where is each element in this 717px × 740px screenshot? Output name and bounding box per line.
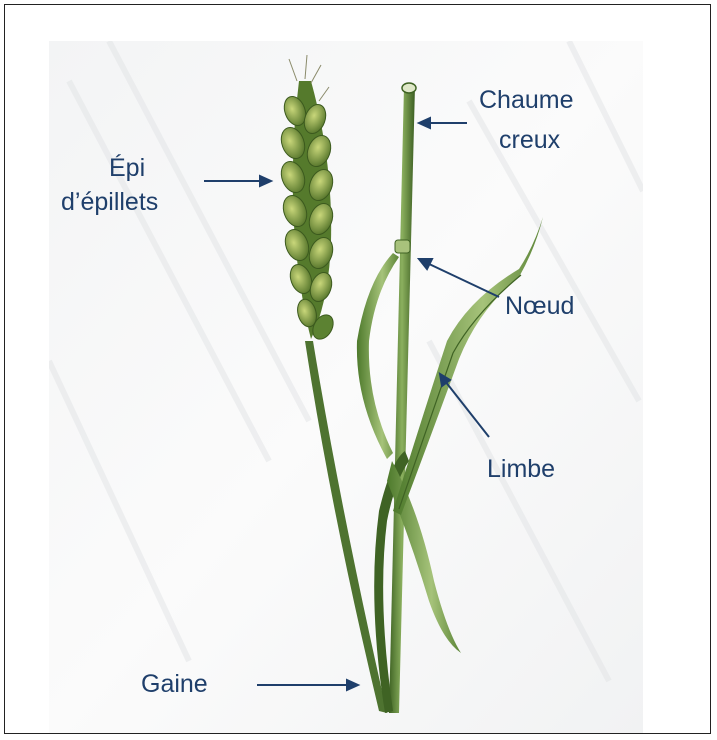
illustration-panel: Épi d’épillets Chaume creux Nœud Limbe G… [49, 41, 643, 733]
figure-frame: Épi d’épillets Chaume creux Nœud Limbe G… [4, 4, 711, 734]
label-chaume-line2: creux [499, 125, 560, 156]
stem-node [395, 240, 410, 253]
label-chaume-line1: Chaume [479, 85, 574, 116]
label-gaine: Gaine [141, 669, 208, 700]
label-epi-line1: Épi [109, 153, 145, 184]
stem-top-cut [402, 83, 416, 93]
label-limbe: Limbe [487, 454, 555, 485]
label-epi-line2: d’épillets [61, 187, 158, 218]
label-noeud: Nœud [505, 291, 574, 322]
